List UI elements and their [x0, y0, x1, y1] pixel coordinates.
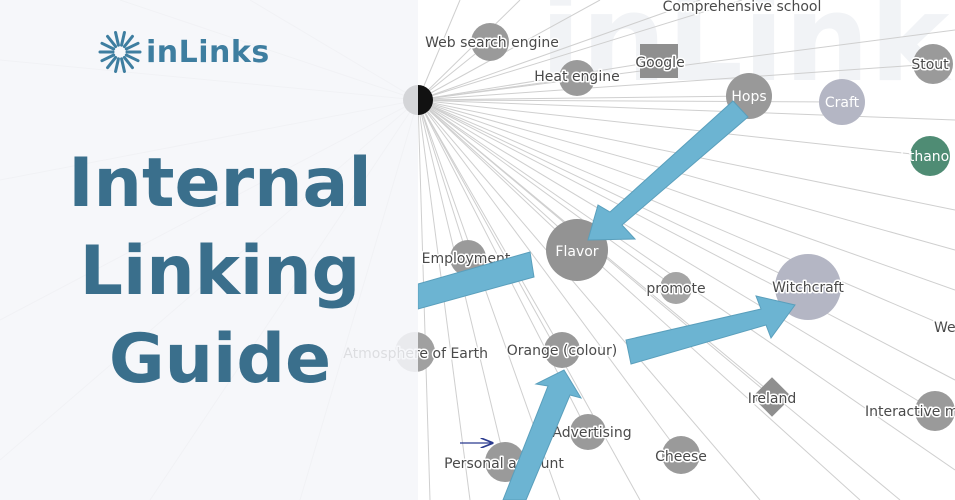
graph-node-heat-engine[interactable]: Heat engine — [533, 60, 621, 96]
svg-text:Cheese: Cheese — [655, 449, 707, 465]
logo-ray — [114, 31, 120, 47]
graph-edge — [417, 99, 469, 259]
graph-edge — [417, 60, 660, 101]
logo-ray — [124, 53, 140, 63]
logo-ray — [120, 31, 126, 47]
page-title: Internal Linking Guide — [40, 140, 400, 404]
svg-text:Heat engine: Heat engine — [534, 69, 619, 85]
graph-edge — [417, 0, 521, 101]
logo-ray — [122, 55, 134, 70]
graph-edge — [417, 99, 843, 103]
graph-edge — [417, 99, 861, 500]
title-line-1: Internal — [68, 144, 372, 223]
logo-ray — [100, 53, 116, 63]
graph-edge — [417, 99, 936, 412]
svg-text:Witchcraft: Witchcraft — [772, 280, 844, 296]
graph-edge — [417, 63, 934, 101]
brand-name: inLinks — [146, 34, 270, 70]
svg-text:Craft: Craft — [825, 95, 860, 111]
left-title-panel: inLinks Internal Linking Guide — [0, 0, 418, 500]
graph-node-employment[interactable]: Employment — [420, 240, 512, 276]
graph-node-witchcraft[interactable]: Witchcraft — [771, 254, 846, 320]
arrow-orange-to-witchcraft — [625, 295, 796, 365]
graph-edge — [417, 99, 809, 288]
title-line-3: Guide — [108, 320, 332, 399]
graph-node-ethanol[interactable]: Ethanol — [900, 136, 953, 176]
graph-node-we[interactable]: We — [933, 319, 955, 338]
graph-edge — [417, 0, 743, 101]
graph-node-promote[interactable]: promote — [645, 272, 707, 304]
graph-edge — [417, 99, 931, 157]
svg-text:Ethanol: Ethanol — [900, 149, 953, 165]
svg-text:Flavor: Flavor — [555, 244, 598, 260]
title-line-2: Linking — [79, 232, 361, 311]
svg-text:Personal account: Personal account — [444, 456, 564, 472]
graph-node-comprehensive-school[interactable]: Comprehensive school — [661, 0, 823, 17]
svg-text:Google: Google — [635, 55, 684, 71]
graph-edge — [417, 0, 601, 101]
svg-text:Ireland: Ireland — [748, 391, 796, 407]
svg-text:Comprehensive school: Comprehensive school — [663, 0, 822, 15]
graph-edge — [417, 99, 563, 351]
graph-node-orange[interactable]: Orange (colour) — [505, 332, 619, 368]
svg-text:Stout: Stout — [911, 57, 949, 73]
graph-edge — [417, 0, 701, 101]
logo-ray — [106, 34, 118, 49]
svg-text:Orange (colour): Orange (colour) — [507, 343, 617, 359]
graph-edge — [417, 0, 461, 101]
logo-ray — [124, 41, 140, 51]
graph-edge — [417, 99, 901, 500]
graph-node-advertising[interactable]: Advertising — [551, 414, 633, 450]
graph-node-google[interactable]: Google — [634, 44, 686, 78]
highlight-arrows — [417, 100, 796, 500]
arrow-up-to-orange — [502, 369, 583, 500]
brand-logo[interactable]: inLinks — [98, 30, 270, 74]
graph-node-ireland[interactable]: Ireland — [746, 377, 798, 417]
graph-edge — [417, 99, 677, 289]
logo-ray — [106, 55, 118, 70]
graph-node-interactive-media[interactable]: Interactive media — [864, 391, 955, 431]
logo-ray — [122, 34, 134, 49]
graph-edge — [417, 99, 955, 331]
logo-ray — [120, 57, 126, 73]
graph-edge — [417, 99, 955, 291]
arrow-hops-to-flavor — [587, 100, 749, 241]
graph-node-web-search-engine[interactable]: Web search engine — [424, 23, 560, 61]
graph-edge — [417, 99, 955, 251]
arrow-employment-left — [417, 251, 535, 310]
graph-edge — [417, 99, 682, 456]
graph-edge — [417, 99, 955, 381]
graph-edge — [417, 95, 750, 101]
graph-node-stout[interactable]: Stout — [910, 44, 953, 84]
svg-text:Hops: Hops — [731, 89, 766, 105]
svg-text:We: We — [934, 320, 955, 336]
graph-node-craft[interactable]: Craft — [819, 79, 865, 125]
svg-text:Web search engine: Web search engine — [425, 35, 559, 51]
graph-node-cheese[interactable]: Cheese — [654, 436, 708, 474]
sunburst-logo-icon — [98, 31, 142, 73]
svg-text:promote: promote — [646, 281, 705, 297]
logo-ray — [100, 41, 116, 51]
graph-edge — [417, 29, 955, 101]
svg-text:Employment: Employment — [422, 251, 511, 267]
logo-ray — [114, 57, 120, 73]
graph-edge — [417, 99, 955, 121]
svg-text:Interactive media: Interactive media — [865, 404, 955, 420]
graph-edge — [417, 99, 761, 500]
graph-edge — [417, 99, 578, 251]
svg-text:Advertising: Advertising — [552, 425, 631, 441]
